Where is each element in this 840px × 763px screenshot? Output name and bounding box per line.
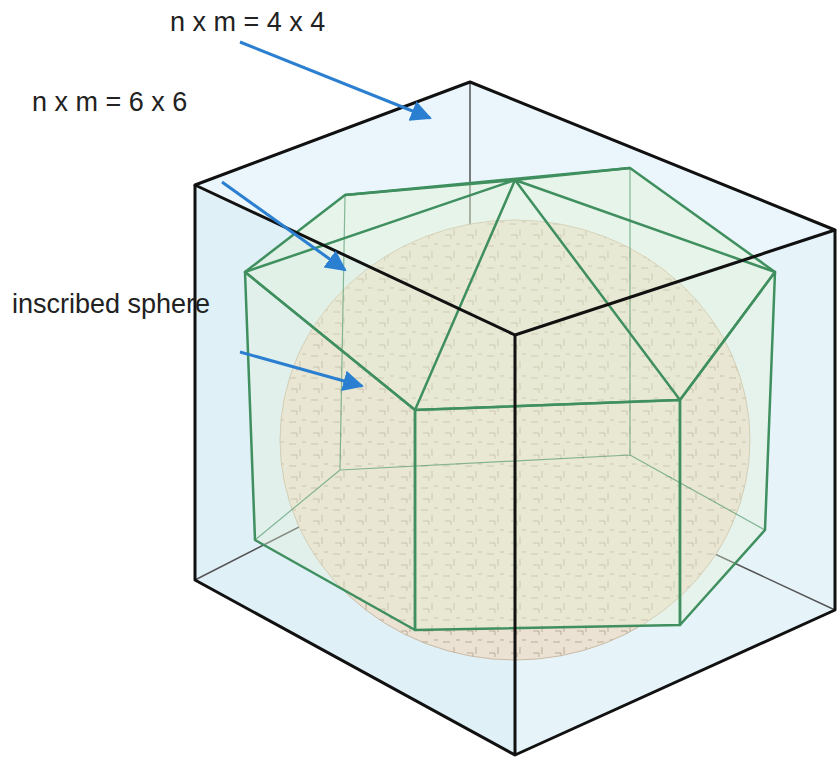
callout-label: inscribed sphere xyxy=(12,290,210,320)
callout-label: n x m = 6 x 6 xyxy=(32,88,187,118)
callout-label: n x m = 4 x 4 xyxy=(170,8,325,38)
